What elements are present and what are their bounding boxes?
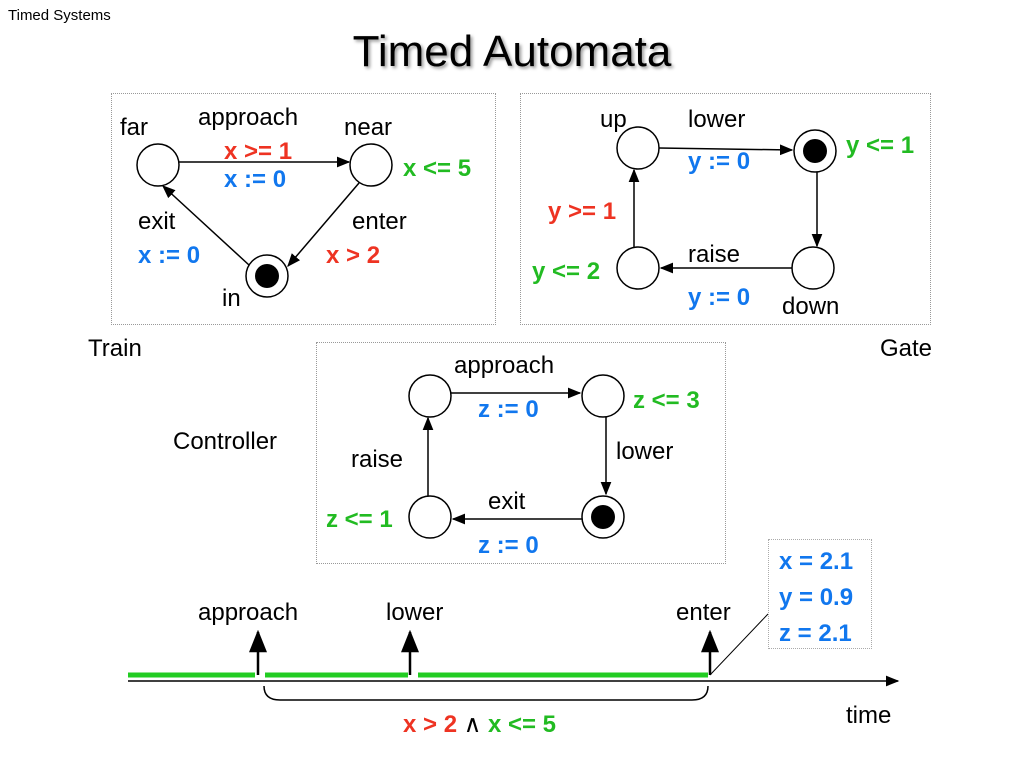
controller-exit-reset: z := 0	[478, 532, 539, 559]
gate-lowering-dot	[803, 139, 827, 163]
train-label: Train	[88, 335, 142, 362]
train-approach-guard: x >= 1	[224, 138, 293, 165]
constraint-and-symbol: ∧	[463, 711, 482, 738]
gate-raising-invariant: y <= 2	[532, 258, 601, 285]
header: Timed Systems	[8, 7, 111, 24]
train-edge-enter	[287, 182, 360, 268]
time-axis-label: time	[846, 702, 892, 729]
train-in-dot	[255, 264, 279, 288]
gate-raise-action: raise	[688, 241, 741, 268]
page-title: Timed Automata	[352, 27, 672, 76]
controller-raise-action: raise	[351, 446, 404, 473]
gate-state-up	[616, 126, 660, 170]
gate-label: Gate	[880, 335, 933, 362]
gate-state-down	[791, 246, 835, 290]
controller-lower-action: lower	[616, 438, 674, 465]
train-edge-exit	[162, 185, 250, 266]
gate-lowering-invariant: y <= 1	[846, 132, 915, 159]
controller-approach-reset: z := 0	[478, 396, 539, 423]
timeline-event-approach: approach	[198, 599, 299, 626]
train-enter-action: enter	[352, 208, 407, 235]
controller-approaching-invariant: z <= 3	[633, 387, 700, 414]
gate-state-down-label: down	[782, 293, 840, 320]
train-approach-action: approach	[198, 104, 299, 131]
train-state-near-label: near	[344, 114, 393, 141]
gate-raise-reset: y := 0	[688, 284, 751, 311]
train-panel	[111, 93, 496, 325]
constraint-upper-bound: x <= 5	[487, 711, 557, 738]
interval-brace	[263, 685, 709, 701]
gate-state-up-label: up	[600, 106, 627, 133]
clock-values-box: x = 2.1 y = 0.9 z = 2.1	[768, 539, 872, 649]
gate-panel	[520, 93, 931, 325]
train-approach-reset: x := 0	[224, 166, 287, 193]
controller-exit-action: exit	[488, 488, 526, 515]
constraint-lower-bound: x > 2	[403, 711, 458, 738]
controller-panel	[316, 342, 726, 564]
train-enter-guard: x > 2	[326, 242, 381, 269]
controller-label: Controller	[173, 428, 278, 455]
clock-value-x: x = 2.1	[779, 548, 854, 575]
gate-state-raising	[616, 246, 660, 290]
controller-lowered-dot	[591, 505, 615, 529]
values-callout-line	[709, 613, 769, 676]
clock-value-y: y = 0.9	[779, 584, 854, 611]
controller-raising-invariant: z <= 1	[326, 506, 393, 533]
timeline-event-lower: lower	[386, 599, 444, 626]
clock-value-z: z = 2.1	[779, 620, 852, 647]
gate-lower-reset: y := 0	[688, 148, 751, 175]
gate-edge-lower	[658, 144, 794, 156]
train-state-in-label: in	[222, 285, 241, 312]
train-state-far-label: far	[120, 114, 149, 141]
train-state-far	[136, 143, 180, 187]
train-exit-reset: x := 0	[138, 242, 201, 269]
controller-state-idle	[408, 374, 452, 418]
controller-state-approaching	[581, 374, 625, 418]
train-state-near	[349, 143, 393, 187]
timeline-event-enter: enter	[676, 599, 731, 626]
controller-approach-action: approach	[454, 352, 555, 379]
interval-constraint: x > 2 ∧ x <= 5	[403, 713, 556, 737]
train-exit-action: exit	[138, 208, 176, 235]
controller-state-raising	[408, 495, 452, 539]
train-near-invariant: x <= 5	[403, 155, 472, 182]
gate-lower-action: lower	[688, 106, 746, 133]
gate-up-guard: y >= 1	[548, 198, 617, 225]
